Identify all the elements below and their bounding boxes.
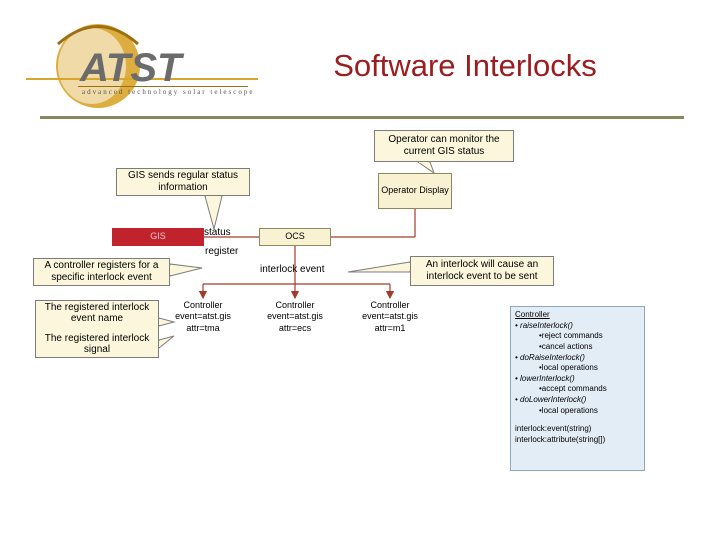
operator-display-box: Operator Display — [378, 173, 452, 209]
registered-signal-label: The registered interlock signal — [44, 333, 150, 355]
registers-pointer — [169, 263, 203, 277]
api-footer-line: interlock:attribute(string[]) — [515, 434, 606, 444]
api-line: • doLowerInterlock() — [515, 395, 587, 404]
registered-info-box — [35, 300, 159, 358]
logo-wordmark: ATST — [79, 46, 185, 90]
interlock-cause-pointer — [347, 261, 411, 273]
controller-event: event=atst.gis — [362, 311, 418, 322]
controller-attr: attr=ecs — [278, 322, 312, 333]
api-line: •accept commands — [539, 384, 607, 394]
gis-box: GIS — [112, 228, 204, 246]
controller-label: Controller — [370, 300, 410, 310]
operator-monitor-pointer — [416, 161, 436, 175]
slide-title: Software Interlocks — [333, 48, 597, 83]
gis-sends-pointer — [204, 195, 223, 230]
controller-event: event=atst.gis — [175, 311, 231, 322]
controller-m1: Controller event=atst.gis attr=m1 — [355, 300, 425, 340]
api-line: • doRaiseInterlock() — [515, 352, 585, 362]
controller-ecs: Controller event=atst.gis attr=ecs — [260, 300, 330, 340]
api-line: •local operations — [539, 363, 598, 373]
interlock-cause-callout: An interlock will cause an interlock eve… — [410, 256, 554, 286]
controller-tma: Controller event=atst.gis attr=tma — [168, 300, 238, 340]
status-label: status — [204, 227, 231, 238]
register-label: register — [205, 246, 239, 257]
api-line: • raiseInterlock() — [515, 320, 573, 330]
controller-label: Controller — [183, 300, 223, 310]
registered-event-name-label: The registered interlock event name — [44, 302, 150, 324]
gis-sends-callout: GIS sends regular status information — [116, 168, 250, 196]
title-divider — [40, 116, 684, 119]
ocs-box: OCS — [259, 228, 331, 246]
logo-tagline: advanced technology solar telescope — [82, 88, 254, 96]
api-line: •local operations — [539, 405, 598, 415]
api-line: •cancel actions — [539, 341, 593, 351]
interlock-event-label: interlock event — [260, 264, 325, 275]
api-line: •reject commands — [539, 331, 603, 341]
controller-registers-callout: A controller registers for a specific in… — [33, 258, 170, 286]
operator-monitor-callout: Operator can monitor the current GIS sta… — [374, 130, 514, 162]
api-footer-line: interlock:event(string) — [515, 424, 592, 434]
controller-attr: attr=m1 — [374, 322, 406, 333]
controller-event: event=atst.gis — [267, 311, 323, 322]
controller-api-panel: Controller • raiseInterlock() •reject co… — [510, 306, 645, 471]
controller-label: Controller — [275, 300, 315, 310]
controller-api-heading: Controller — [515, 310, 550, 319]
atst-logo: ATST advanced technology solar telescope — [26, 24, 258, 108]
api-line: • lowerInterlock() — [515, 373, 575, 383]
controller-attr: attr=tma — [186, 322, 220, 333]
